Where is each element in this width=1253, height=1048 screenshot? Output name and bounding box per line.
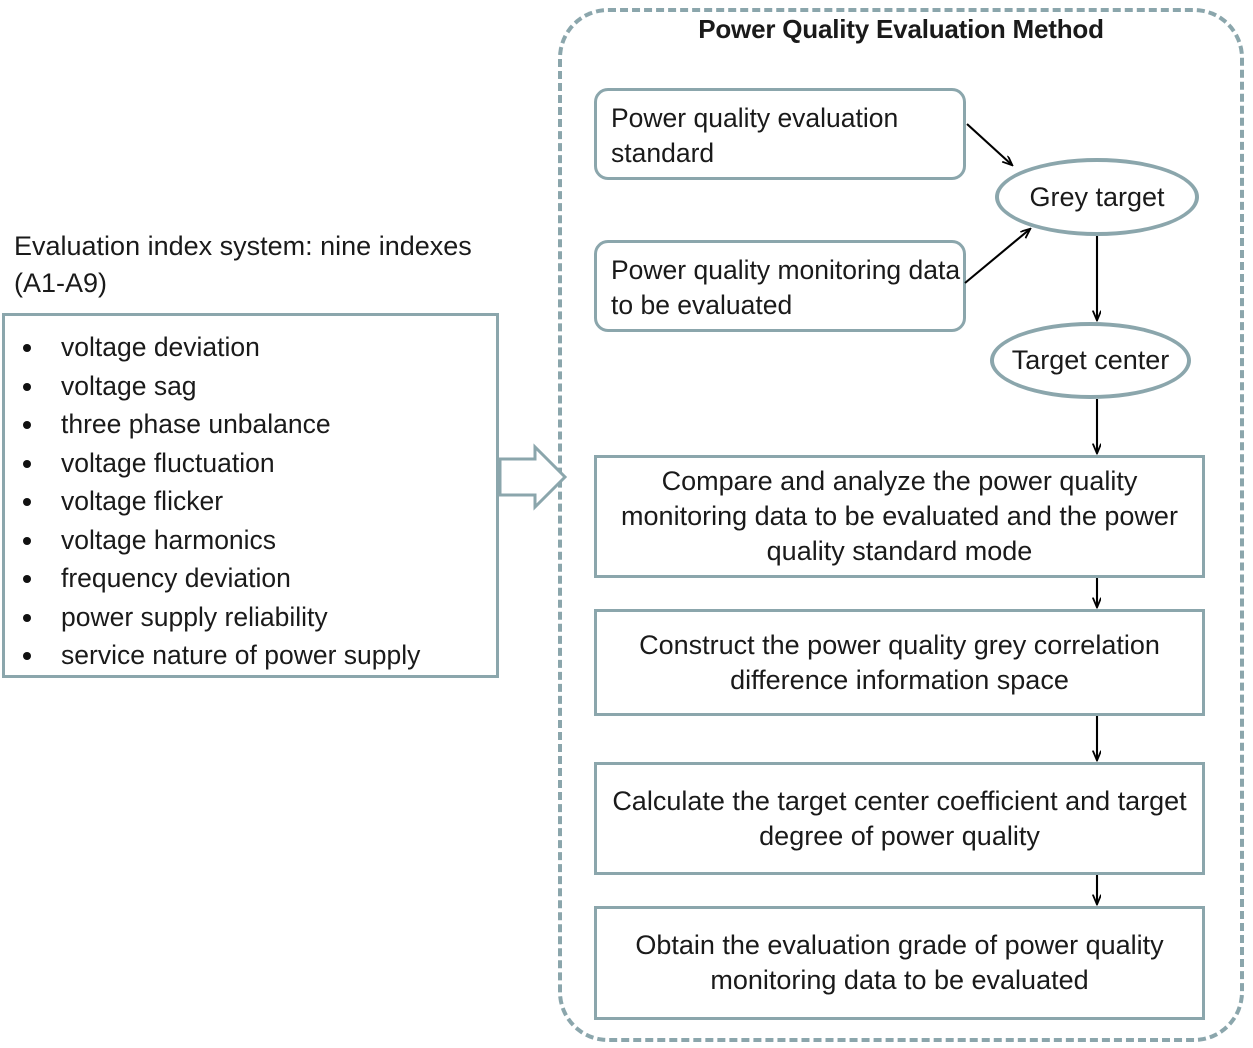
input-box-power-quality-monitoring-data: Power quality monitoring data to be eval… — [594, 240, 966, 332]
process-box-calculate: Calculate the target center coefficient … — [594, 762, 1205, 875]
process-box-compare-label: Compare and analyze the power quality mo… — [621, 466, 1178, 566]
node-target-center: Target center — [990, 322, 1191, 399]
list-item: voltage sag — [5, 367, 496, 406]
evaluation-index-caption: Evaluation index system: nine indexes (A… — [14, 231, 472, 298]
process-box-obtain: Obtain the evaluation grade of power qua… — [594, 906, 1205, 1020]
node-grey-target: Grey target — [995, 158, 1199, 236]
list-item: voltage harmonics — [5, 521, 496, 560]
evaluation-index-box: voltage deviation voltage sag three phas… — [2, 313, 499, 678]
method-panel-container — [558, 8, 1244, 1042]
list-item: power supply reliability — [5, 598, 496, 637]
process-box-calculate-label: Calculate the target center coefficient … — [612, 785, 1187, 851]
process-box-obtain-label: Obtain the evaluation grade of power qua… — [635, 930, 1164, 995]
process-box-construct: Construct the power quality grey correla… — [594, 609, 1205, 716]
process-box-construct-label: Construct the power quality grey correla… — [639, 629, 1160, 695]
evaluation-index-list: voltage deviation voltage sag three phas… — [5, 316, 496, 675]
list-item: frequency deviation — [5, 559, 496, 598]
list-item: service nature of power supply — [5, 636, 496, 675]
input-box-power-quality-evaluation-standard: Power quality evaluation standard — [594, 88, 966, 180]
list-item: voltage fluctuation — [5, 444, 496, 483]
list-item: three phase unbalance — [5, 405, 496, 444]
process-box-compare: Compare and analyze the power quality mo… — [594, 455, 1205, 578]
list-item: voltage deviation — [5, 328, 496, 367]
page-title: Power Quality Evaluation Method — [698, 14, 1104, 44]
block-arrow-index-to-method — [498, 443, 568, 511]
list-item: voltage flicker — [5, 482, 496, 521]
